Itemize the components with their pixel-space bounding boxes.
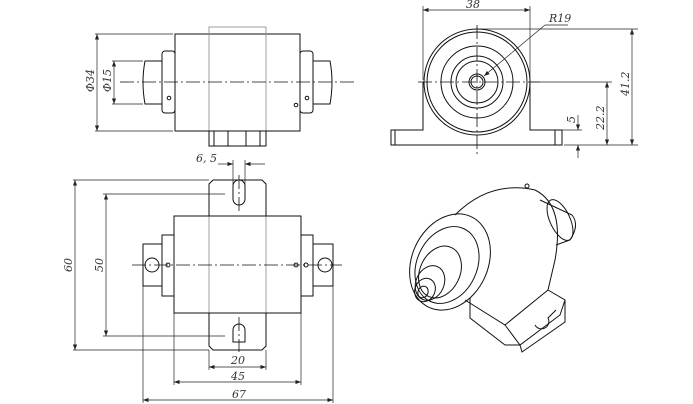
top-view: 6, 5 60 50 20 45 67 <box>62 152 342 403</box>
dim-base-thickness: 5 <box>565 116 578 123</box>
dim-center-height: 22.2 <box>594 106 607 132</box>
side-view: 38 R19 41.2 22.2 5 <box>390 0 638 158</box>
dim-overall-width: 67 <box>232 388 246 401</box>
dim-plate-width: 20 <box>230 354 245 367</box>
dim-slot-spacing: 50 <box>93 258 106 272</box>
dim-body-length: 45 <box>230 370 245 383</box>
dim-outer-diameter: Φ34 <box>84 69 97 92</box>
dim-overall-length: 60 <box>62 258 75 272</box>
dim-total-height: 41.2 <box>619 72 632 98</box>
isometric-view <box>409 183 576 353</box>
dim-slot-width: 6, 5 <box>196 152 217 165</box>
front-view: Φ34 Φ15 <box>84 26 356 147</box>
dim-width: 38 <box>466 0 480 11</box>
dim-radius: R19 <box>548 12 571 25</box>
dim-shaft-diameter: Φ15 <box>101 69 114 92</box>
